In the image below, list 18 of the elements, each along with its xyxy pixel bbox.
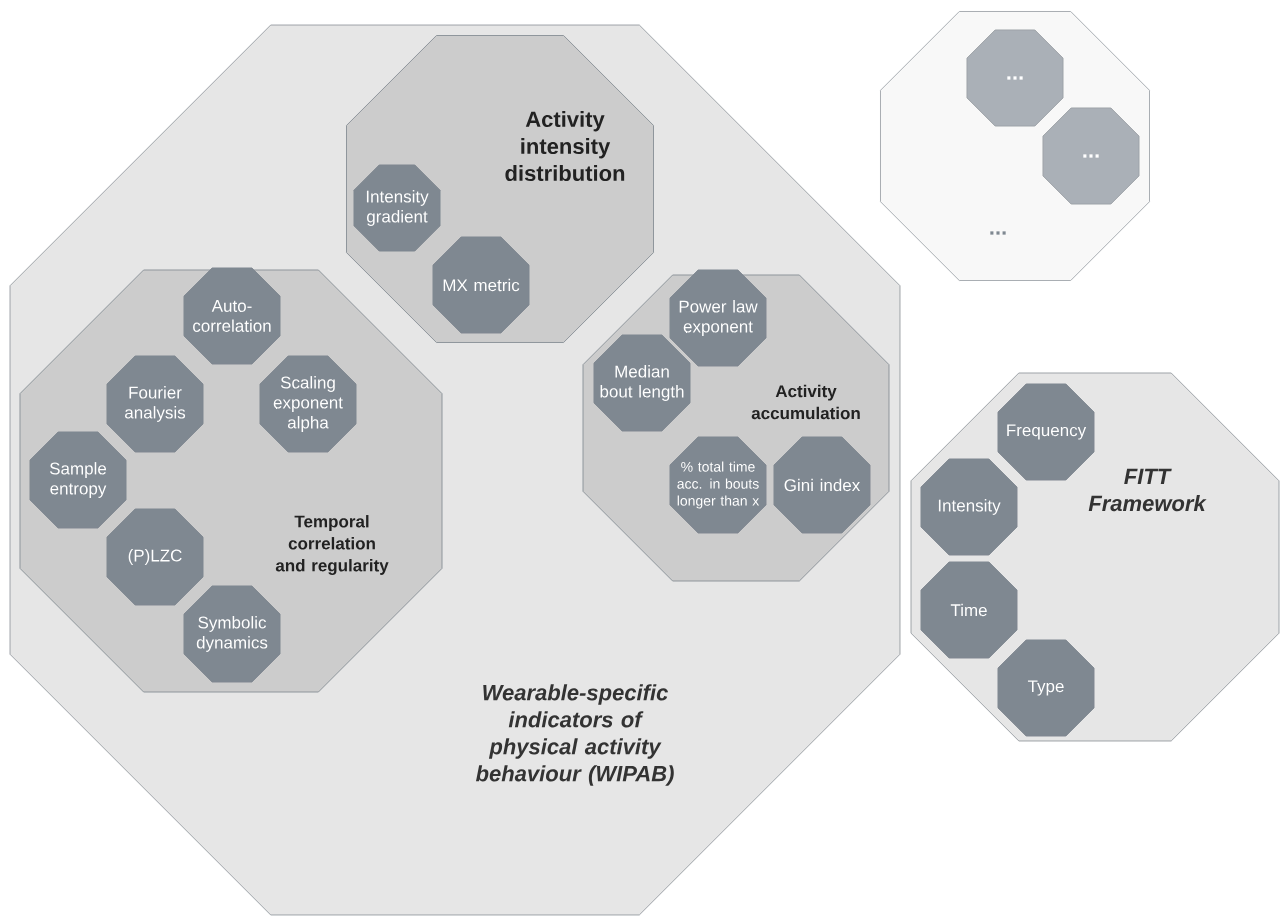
octagon-tile: Frequency bbox=[997, 383, 1095, 481]
octagon-tile: Scaling exponent alpha bbox=[259, 355, 357, 453]
octagon-tile: Symbolic dynamics bbox=[183, 585, 281, 683]
octagon-tile: MX metric bbox=[432, 236, 530, 334]
octagon-tile: Intensity gradient bbox=[353, 164, 441, 252]
octagon-tile: (P)LZC bbox=[106, 508, 204, 606]
octagon-tile: Sample entropy bbox=[29, 431, 127, 529]
octagon-tile: ... bbox=[966, 29, 1064, 127]
octagon-tile: Gini index bbox=[773, 436, 871, 534]
octagon-tile: ... bbox=[1042, 107, 1140, 205]
octagon-tile: Power law exponent bbox=[669, 269, 767, 367]
octagon-tile: Time bbox=[920, 561, 1018, 659]
octagon-tile: Auto- correlation bbox=[183, 267, 281, 365]
octagon-tile: Type bbox=[997, 639, 1095, 737]
octagon-tile: Fourier analysis bbox=[106, 355, 204, 453]
octagon-tile: Intensity bbox=[920, 458, 1018, 556]
octagon-tile: % total time acc. in bouts longer than x bbox=[669, 436, 767, 534]
octagon-tile: Median bout length bbox=[593, 334, 691, 432]
